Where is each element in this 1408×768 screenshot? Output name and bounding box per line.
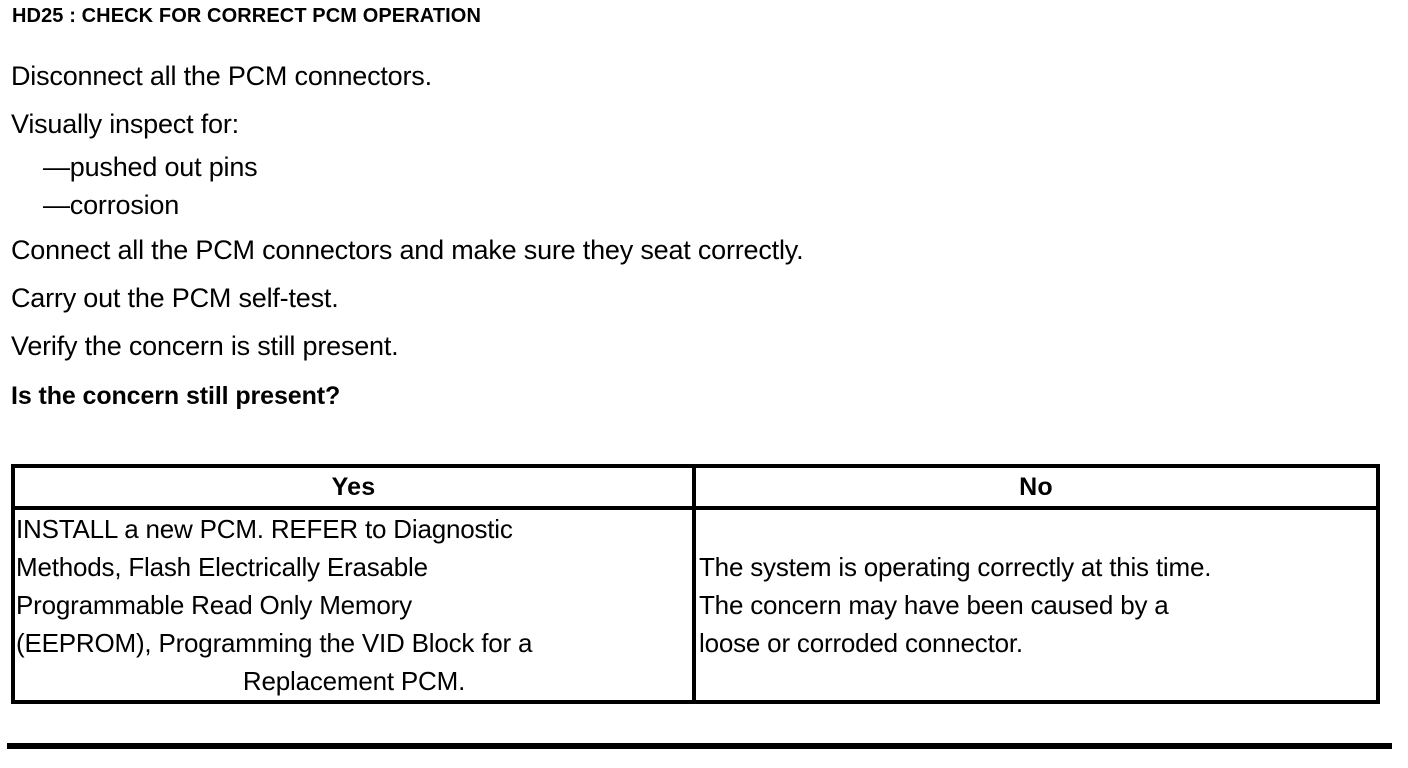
decision-question: Is the concern still present? — [11, 382, 341, 410]
answer-table: Yes No INSTALL a new PCM. REFER to Diagn… — [11, 464, 1380, 704]
no-text-line-1: The system is operating correctly at thi… — [699, 552, 1212, 582]
page-title: HD25 : CHECK FOR CORRECT PCM OPERATION — [12, 5, 482, 27]
no-text-line-3: loose or corroded connector. — [699, 628, 1023, 658]
instruction-line-connect: Connect all the PCM connectors and make … — [11, 235, 804, 265]
instruction-line-verify: Verify the concern is still present. — [11, 331, 399, 361]
inspect-bullet-pushed-out-pins: —pushed out pins — [43, 152, 258, 182]
yes-text-line-1: INSTALL a new PCM. REFER to Diagnostic — [16, 514, 513, 544]
yes-text-line-5: Replacement PCM. — [242, 666, 466, 696]
instruction-line-disconnect: Disconnect all the PCM connectors. — [11, 61, 432, 91]
answer-cell-no: The system is operating correctly at thi… — [692, 506, 1380, 704]
column-header-no: No — [692, 464, 1380, 510]
answer-cell-yes: INSTALL a new PCM. REFER to Diagnostic M… — [11, 506, 696, 704]
table-header-row: Yes No — [11, 464, 1380, 510]
yes-text-line-4: (EEPROM), Programming the VID Block for … — [16, 628, 533, 658]
yes-text-line-2: Methods, Flash Electrically Erasable — [16, 552, 428, 582]
yes-text-line-3: Programmable Read Only Memory — [16, 590, 412, 620]
column-header-yes: Yes — [11, 464, 696, 510]
instruction-line-visually-inspect: Visually inspect for: — [11, 109, 239, 139]
no-text-line-2: The concern may have been caused by a — [699, 590, 1169, 620]
footer-divider — [7, 743, 1392, 749]
inspect-bullet-corrosion: —corrosion — [43, 190, 180, 220]
instruction-line-self-test: Carry out the PCM self-test. — [11, 283, 339, 313]
table-row: INSTALL a new PCM. REFER to Diagnostic M… — [11, 506, 1380, 704]
instruction-block: Disconnect all the PCM connectors. Visua… — [11, 52, 1391, 422]
